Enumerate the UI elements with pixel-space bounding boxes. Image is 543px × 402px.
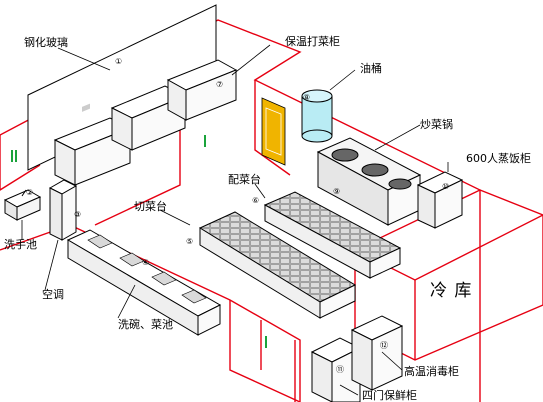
door (261, 97, 286, 166)
marker-10: ⑩ (442, 182, 449, 191)
marker-12: ⑫ (380, 341, 388, 350)
prep-table (263, 191, 402, 279)
label-warm-cabinet: 保温打菜柜 (285, 34, 340, 48)
rice-steamer-cabinet (416, 171, 464, 229)
text-labels: 钢化玻璃 保温打菜柜 油桶 炒菜锅 600人蒸饭柜 配菜台 切菜台 洗手池 空调… (4, 34, 531, 402)
wok-stove (316, 137, 422, 226)
label-oil-drum: 油桶 (360, 61, 382, 75)
label-fridge: 四门保鲜柜 (362, 388, 417, 402)
marker-4: ④ (142, 258, 149, 267)
label-cut-table: 切菜台 (134, 199, 167, 213)
air-conditioner (48, 179, 78, 241)
label-aircon: 空调 (42, 287, 64, 301)
warm-counter-3 (166, 59, 238, 121)
marker-6: ⑥ (252, 196, 259, 205)
circled-numbers: ① ② ③ ④ ⑤ ⑥ ⑦ ⑧ ⑨ ⑩ ⑪ ⑫ (26, 57, 449, 374)
label-wash-sink: 洗碗、菜池 (118, 317, 173, 331)
label-hand-sink: 洗手池 (4, 237, 37, 251)
marker-7: ⑦ (216, 80, 223, 89)
wash-sinks (66, 229, 222, 336)
green-markers (11, 135, 267, 348)
cutting-table (198, 211, 357, 319)
label-prep-table: 配菜台 (228, 172, 261, 186)
label-sterilizer: 高温消毒柜 (404, 364, 459, 378)
marker-9: ⑨ (333, 187, 340, 196)
marker-2: ② (26, 188, 33, 197)
warm-food-counters (53, 59, 238, 186)
marker-11: ⑪ (336, 365, 344, 374)
label-cold-store: 冷 库 (430, 281, 472, 301)
marker-5: ⑤ (186, 237, 193, 246)
leader-lines (21, 44, 449, 396)
label-wok: 炒菜锅 (420, 118, 453, 131)
oil-drum (301, 89, 333, 143)
label-rice-cabinet: 600人蒸饭柜 (466, 152, 531, 165)
hand-sink (3, 189, 42, 221)
marker-1: ① (115, 57, 122, 66)
sterilizer-cabinet (350, 315, 404, 391)
label-tempered-glass: 钢化玻璃 (24, 35, 68, 49)
marker-8: ⑧ (303, 93, 310, 102)
marker-3: ③ (74, 210, 81, 219)
